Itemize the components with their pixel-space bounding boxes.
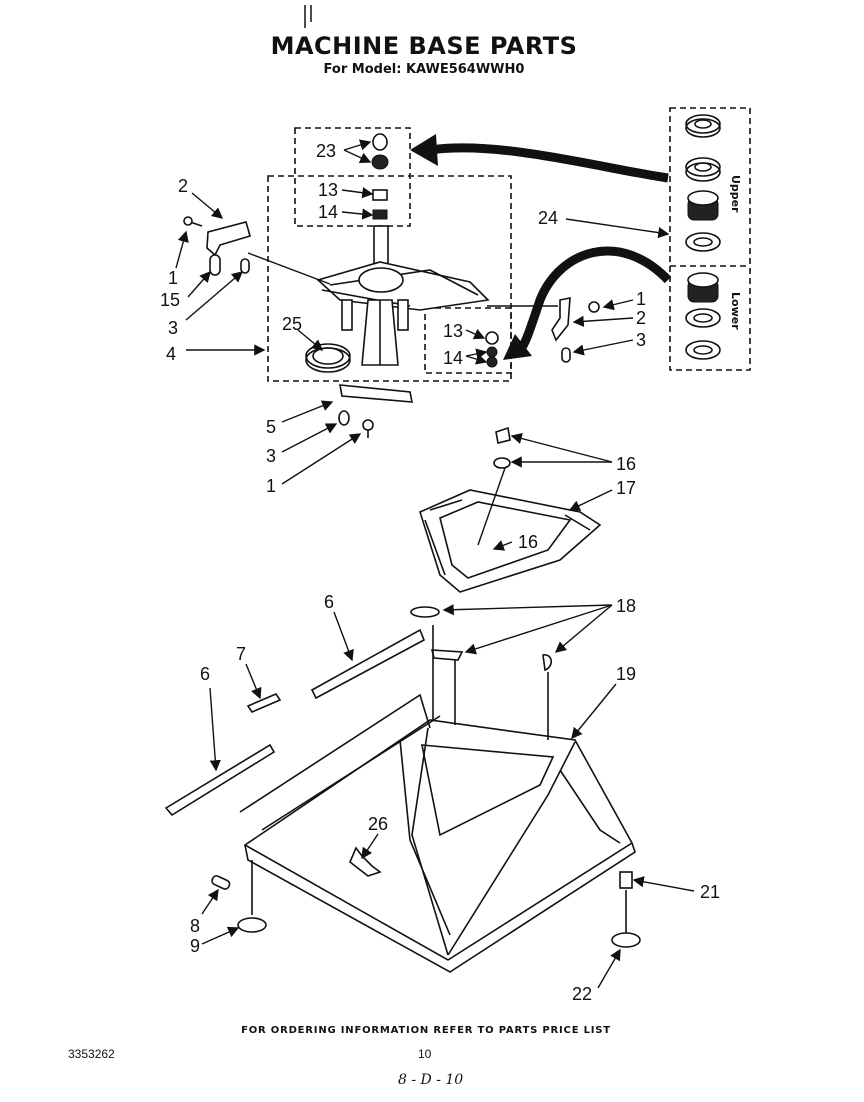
callout-4: 4 (166, 344, 176, 364)
callout-3: 3 (266, 446, 276, 466)
callout-18: 18 (616, 596, 636, 616)
callout-21: 21 (700, 882, 720, 902)
gearcase-assembly (316, 225, 490, 366)
callout-14: 14 (443, 348, 463, 368)
seal-25 (305, 343, 351, 373)
callout-2: 2 (636, 308, 646, 328)
clip-26 (349, 846, 382, 877)
base-frame-19 (239, 625, 636, 973)
page-title: MACHINE BASE PARTS (270, 32, 578, 60)
lower-bearing-set (685, 272, 721, 360)
document-number: 3353262 (68, 1047, 115, 1061)
upper-flow-arrowhead (410, 134, 438, 166)
bearing-panel: Upper Lower (669, 107, 751, 371)
callout-7: 7 (236, 644, 246, 664)
model-subtitle: For Model: KAWE564WWH0 (323, 62, 525, 77)
leader-lines (175, 139, 695, 989)
callout-2: 2 (178, 176, 188, 196)
callout-3: 3 (636, 330, 646, 350)
callout-1: 1 (636, 289, 646, 309)
callout-16: 16 (616, 454, 636, 474)
callout-26: 26 (368, 814, 388, 834)
callout-6: 6 (200, 664, 210, 684)
callout-labels: 23 13 14 2 1 15 3 25 4 24 1 2 3 13 14 5 … (160, 141, 720, 1004)
gearcase-group-box (267, 175, 512, 382)
callout-22: 22 (572, 984, 592, 1004)
callout-8: 8 (190, 916, 200, 936)
page-number: 10 (418, 1047, 432, 1061)
top-edge-mark (304, 5, 312, 28)
callout-5: 5 (266, 417, 276, 437)
strap-hardware (338, 384, 413, 438)
lower-label: Lower (729, 292, 742, 330)
lower-flow-arrowhead (503, 334, 532, 360)
callout-9: 9 (190, 936, 200, 956)
tub-frame-17 (419, 489, 602, 593)
callout-13: 13 (443, 321, 463, 341)
braces-6-7 (164, 628, 426, 817)
lower-bushing-group-box (424, 307, 512, 374)
callout-15: 15 (160, 290, 180, 310)
callout-3: 3 (168, 318, 178, 338)
callout-19: 19 (616, 664, 636, 684)
callout-17: 17 (616, 478, 636, 498)
upper-flow-arrow (429, 143, 669, 183)
callout-14: 14 (318, 202, 338, 222)
upper-bearing-set (685, 114, 721, 252)
callout-6: 6 (324, 592, 334, 612)
right-bracket-hardware (551, 297, 600, 363)
lower-flow-arrow (516, 246, 672, 354)
leveling-feet (211, 860, 641, 948)
callout-16: 16 (518, 532, 538, 552)
left-bracket-hardware (183, 216, 251, 276)
pads-18 (410, 606, 552, 672)
ordering-note: FOR ORDERING INFORMATION REFER TO PARTS … (241, 1025, 611, 1036)
handwritten-note: 8 - D - 10 (398, 1072, 464, 1088)
callout-25: 25 (282, 314, 302, 334)
callout-23: 23 (316, 141, 336, 161)
callout-1: 1 (168, 268, 178, 288)
callout-24: 24 (538, 208, 558, 228)
bushing-group-box (294, 127, 411, 227)
callout-13: 13 (318, 180, 338, 200)
upper-label: Upper (729, 175, 742, 213)
callout-1: 1 (266, 476, 276, 496)
lower-bushings (485, 331, 499, 368)
